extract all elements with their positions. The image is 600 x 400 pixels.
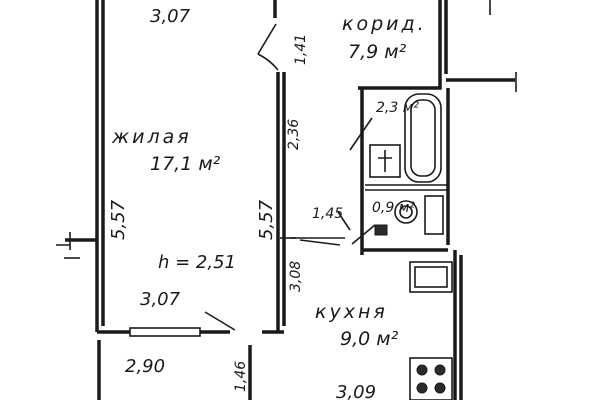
toilet-bowl [394,200,418,224]
bathroom-block-wall [358,80,442,90]
leader-lines [337,117,376,245]
corridor-segment: 1,45 [312,206,343,222]
ceiling-height: h = 2,51 [158,252,236,273]
washbasin-tap [378,150,392,172]
kitchen-name: кухня [315,301,388,323]
stove-burner [434,364,446,376]
toilet-bowl-inner [399,205,413,219]
corridor-area: 7,9 м² [348,41,407,63]
kitchen-width: 3,09 [336,382,376,400]
left-wall-stub-2 [56,232,71,250]
balcony-door [129,327,201,337]
living-room-door-arc [257,53,279,71]
doors [204,23,341,331]
kitchen-sink-bowl [414,266,448,288]
living-room-width-top: 3,07 [150,6,191,27]
bathroom-area: 2,3 м² [376,100,419,116]
bathtub-inner [410,99,436,177]
bathroom-area-leader [349,117,373,151]
stove [409,357,453,400]
living-room-name: жилая [111,126,192,148]
kitchen-door-swing [299,239,341,246]
balcony-depth: 1,46 [233,361,249,392]
living-room-length-right: 5,57 [256,199,277,240]
living-room-area: 17,1 м² [150,153,221,175]
water-pipe [374,224,388,236]
living-room-door [257,23,277,55]
stove-burner [434,382,446,394]
stove-burner [416,382,428,394]
corridor-wall-length: 2,36 [286,119,302,150]
toilet-tank [424,195,444,235]
bathroom-fixtures [369,93,444,236]
kitchen-depth: 3,08 [288,261,304,292]
balcony-door-swing [204,311,236,331]
living-room-width-bottom: 3,07 [140,289,181,310]
living-room-length-left: 5,57 [108,199,129,240]
corridor-door-width: 1,41 [293,34,309,65]
stove-burner [416,364,428,376]
kitchen-fixtures [409,261,453,400]
toilet-area-leader [351,224,376,245]
toilet-area: 0,9 м² [372,200,415,216]
corridor-name: корид. [342,13,427,35]
corridor-segment-leader [337,211,351,231]
balcony-width: 2,90 [125,356,165,377]
walls [56,0,517,400]
kitchen-area: 9,0 м² [340,328,399,350]
